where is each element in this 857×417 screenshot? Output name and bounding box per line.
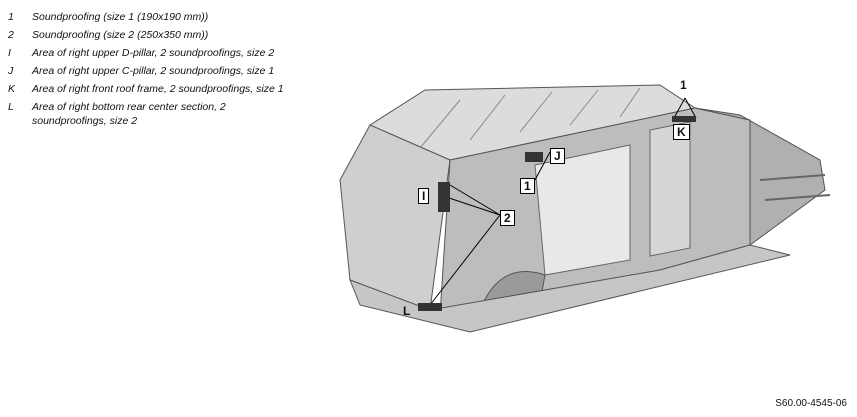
legend-row-l: L Area of right bottom rear center secti… [8, 100, 288, 128]
callout-i: I [418, 188, 430, 204]
callout-2: 2 [500, 210, 515, 226]
legend-row-j: J Area of right upper C-pillar, 2 soundp… [8, 64, 288, 78]
legend-text: Area of right upper D-pillar, 2 soundpro… [32, 47, 275, 59]
front-rails [759, 174, 831, 201]
legend-text: Area of right bottom rear center section… [32, 101, 226, 127]
legend-row-1: 1 Soundproofing (size 1 (190x190 mm)) [8, 10, 288, 24]
legend-row-2: 2 Soundproofing (size 2 (250x350 mm)) [8, 28, 288, 42]
soundproofing-marker-k [672, 116, 696, 122]
legend-key: I [8, 47, 11, 59]
figure-reference: S60.00-4545-06 [775, 398, 847, 409]
legend-text: Soundproofing (size 1 (190x190 mm)) [32, 11, 209, 23]
legend-row-k: K Area of right front roof frame, 2 soun… [8, 82, 288, 96]
callout-l: L [403, 304, 411, 318]
callout-j: J [550, 148, 565, 164]
legend-key: K [8, 83, 16, 95]
front-frame [694, 107, 826, 246]
leader-lines [429, 97, 697, 306]
front-door-opening [649, 121, 691, 257]
legend-key: 1 [8, 11, 14, 23]
callout-1-top: 1 [680, 78, 687, 92]
roof-ribs [419, 87, 641, 149]
legend-key: J [8, 65, 14, 77]
legend-text: Area of right front roof frame, 2 soundp… [32, 83, 284, 95]
van-body-diagram: 1 K J 1 I 2 L [330, 70, 850, 340]
callout-k: K [673, 124, 690, 140]
callout-1-mid: 1 [520, 178, 535, 194]
van-floor [349, 244, 791, 333]
legend-key: 2 [8, 29, 14, 41]
sliding-door-opening [534, 144, 631, 276]
soundproofing-marker-i [438, 182, 450, 212]
legend: 1 Soundproofing (size 1 (190x190 mm)) 2 … [8, 10, 288, 132]
legend-row-i: I Area of right upper D-pillar, 2 soundp… [8, 46, 288, 60]
van-body-illustration [339, 84, 831, 333]
soundproofing-marker-j [525, 152, 543, 162]
soundproofing-marker-l [418, 303, 442, 311]
legend-text: Area of right upper C-pillar, 2 soundpro… [32, 65, 275, 77]
legend-key: L [8, 101, 14, 113]
legend-text: Soundproofing (size 2 (250x350 mm)) [32, 29, 209, 41]
